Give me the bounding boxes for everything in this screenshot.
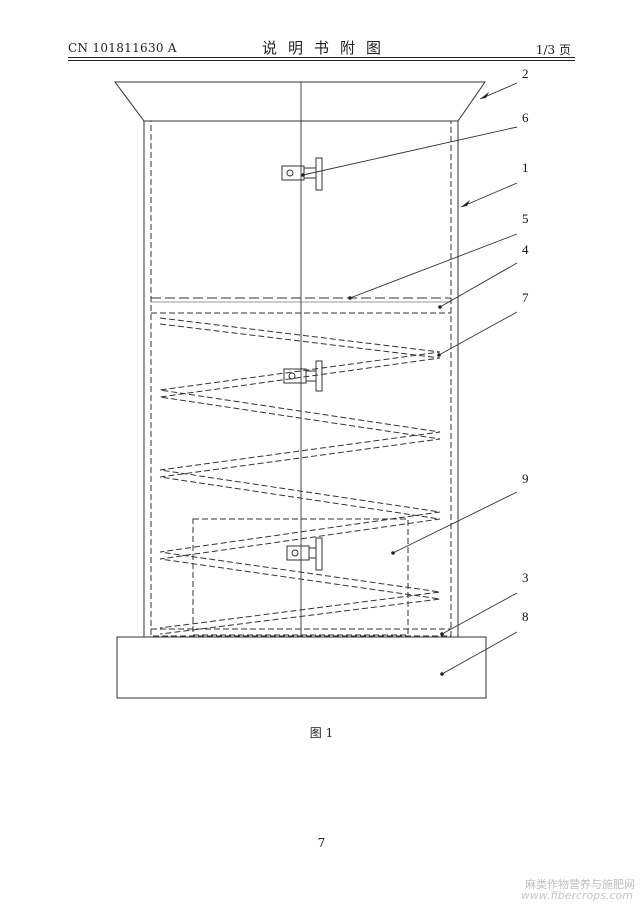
- page-of-indicator: 1/3 页: [535, 43, 571, 57]
- ref-numeral-6: 6: [522, 110, 529, 125]
- ref-numeral-7: 7: [522, 290, 529, 305]
- ref-numeral-5: 5: [522, 211, 529, 226]
- base-block: [116, 636, 487, 699]
- leader-lines: [302, 82, 518, 675]
- page-title: 说明书附图: [261, 39, 392, 57]
- serpentine-coil: [159, 317, 441, 635]
- hinge-bracket-top: [281, 157, 323, 191]
- figure-caption: 图 1: [309, 726, 334, 740]
- ref-numeral-1: 1: [522, 160, 529, 175]
- ref-numeral-4: 4: [522, 242, 529, 257]
- funnel-hopper: [114, 81, 486, 122]
- ref-numeral-9: 9: [522, 471, 529, 486]
- watermark-text: 麻类作物营养与施肥网: [525, 878, 635, 891]
- ref-numeral-8: 8: [522, 609, 529, 624]
- inner-box: [192, 518, 409, 636]
- header-rule-thin: [68, 60, 575, 61]
- hinge-bracket-bottom: [286, 537, 323, 571]
- header-rule-thick: [68, 57, 575, 58]
- ref-numeral-2: 2: [522, 66, 529, 81]
- reference-numerals: 2 6 1 5 4 7 9 3 8: [522, 66, 529, 624]
- watermark-url: www.fibercrops.com: [520, 889, 633, 902]
- ref-numeral-3: 3: [522, 570, 529, 585]
- page-number: 7: [317, 836, 326, 850]
- hinge-bracket-middle: [283, 360, 323, 392]
- publication-number: CN 101811630 A: [68, 41, 177, 55]
